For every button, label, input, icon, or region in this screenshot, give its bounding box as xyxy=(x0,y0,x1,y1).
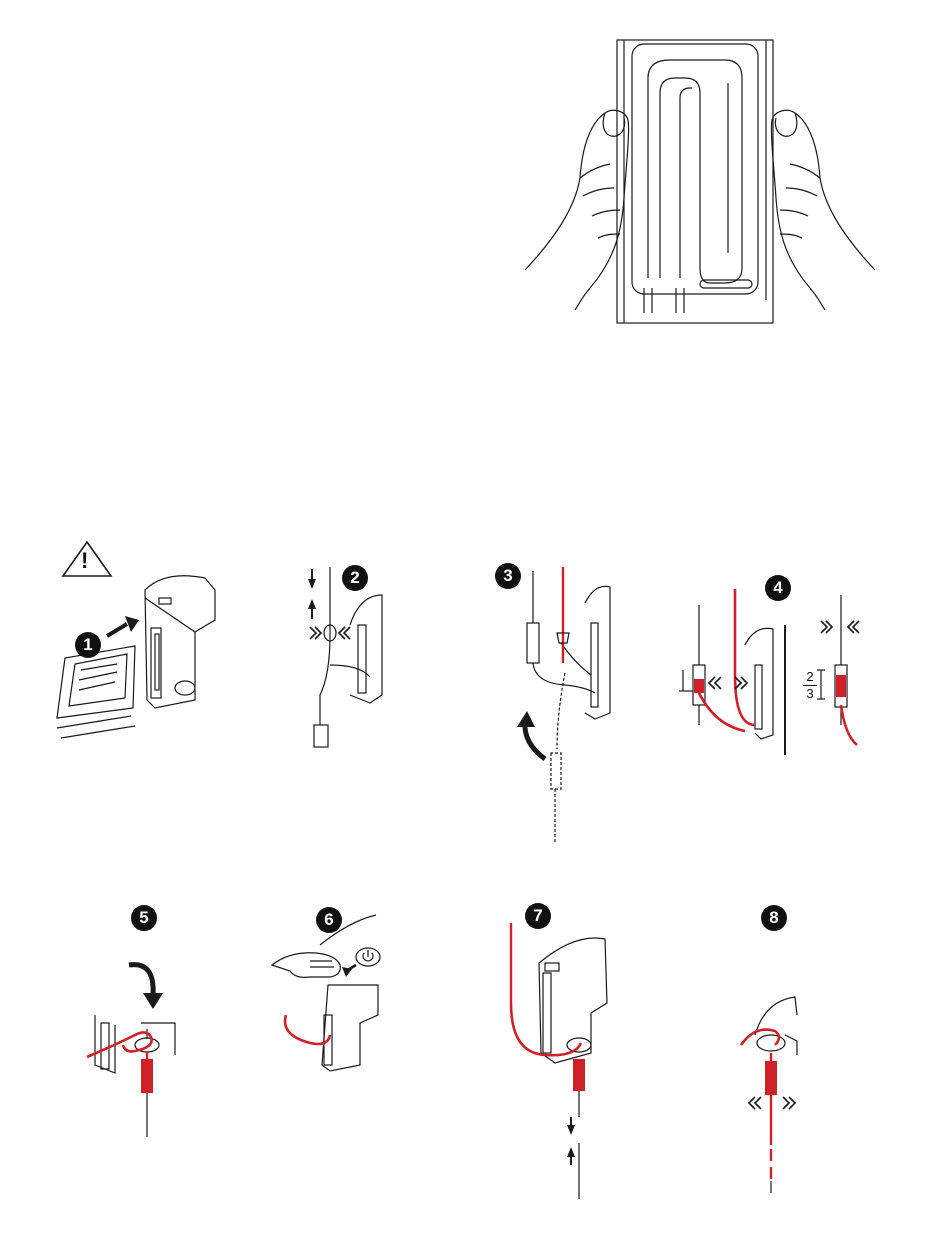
step-1-panel: ! 1 xyxy=(55,540,225,750)
step-3-panel: 3 xyxy=(495,563,615,848)
blood-line xyxy=(87,1032,152,1057)
fraction-numerator: 2 xyxy=(806,669,813,684)
fraction-denominator: 3 xyxy=(806,686,813,701)
arrow-icon xyxy=(308,569,316,619)
step-8-svg xyxy=(735,905,835,1195)
power-icon xyxy=(356,948,380,966)
fraction-two-thirds: 2 3 xyxy=(803,670,817,701)
rotate-arrow-icon xyxy=(129,965,153,995)
step-5-svg xyxy=(85,905,195,1150)
cassette-illustration xyxy=(520,38,880,328)
step-8-panel: 8 xyxy=(735,905,835,1195)
warning-symbol: ! xyxy=(81,548,88,574)
arrow-icon xyxy=(107,624,127,636)
step-2-svg xyxy=(300,565,390,755)
cassette-svg xyxy=(520,38,880,328)
step-4-number: 4 xyxy=(765,575,791,601)
step-7-number: 7 xyxy=(525,903,551,929)
step-7-panel: 7 xyxy=(495,903,615,1203)
step-7-svg xyxy=(495,903,615,1203)
step-4-svg xyxy=(675,575,865,760)
step-2-number: 2 xyxy=(342,565,368,591)
step-3-svg xyxy=(495,563,615,848)
arrow-head-icon xyxy=(125,616,139,632)
step-4-panel: 4 2 3 xyxy=(675,575,865,760)
step-8-number: 8 xyxy=(761,905,787,931)
step-5-panel: 5 xyxy=(85,905,195,1150)
step-6-panel: 6 xyxy=(270,905,400,1075)
step-2-panel: 2 xyxy=(300,565,390,755)
blood-line xyxy=(741,1030,779,1045)
step-6-number: 6 xyxy=(316,907,342,933)
blood-line xyxy=(735,589,755,725)
step-5-number: 5 xyxy=(131,905,157,931)
arrow-icon xyxy=(567,1117,575,1165)
blood-line xyxy=(285,1015,330,1044)
step-3-number: 3 xyxy=(495,563,521,589)
step-1-number: 1 xyxy=(75,632,101,658)
